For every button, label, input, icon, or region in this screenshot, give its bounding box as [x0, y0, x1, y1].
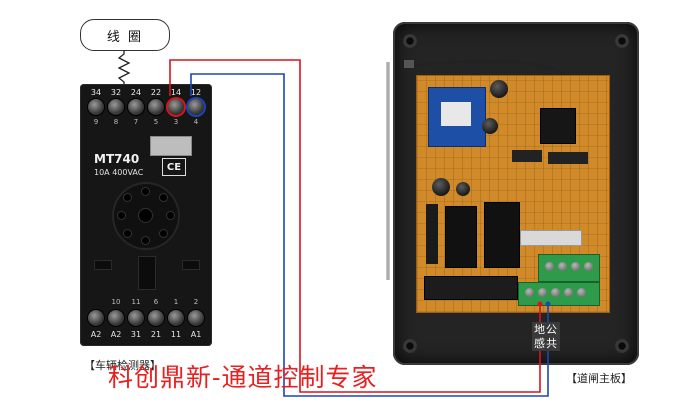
- vehicle-detector-caption: 【车辆检测器】: [84, 359, 161, 372]
- socket-slot: [94, 260, 112, 270]
- bottom-pin-label: 6: [153, 298, 159, 306]
- capacitor: [456, 182, 470, 196]
- watermark-text: 科创鼎新-通道控制专家: [108, 363, 378, 392]
- pcb-resistor: [426, 204, 438, 264]
- top-pin-label: 9: [93, 118, 99, 126]
- relay-model: MT740: [94, 152, 140, 166]
- bottom-pin-label: 2: [193, 298, 199, 306]
- socket-ring: [114, 184, 178, 248]
- top-pin-label: 5: [153, 118, 159, 126]
- terminal-screw-blue: [188, 99, 204, 115]
- terminal-screw: [88, 99, 104, 115]
- transformer: [428, 87, 486, 147]
- terminal-label-top: 地公: [532, 322, 560, 337]
- terminal-screw: [148, 310, 164, 326]
- controller-caption: 【道闸主板】: [566, 372, 632, 385]
- bottom-terminal-label: A2: [110, 330, 122, 339]
- pcb-header: [520, 230, 582, 246]
- top-pin-label: 8: [113, 118, 119, 126]
- bottom-pin-label: 10: [111, 298, 121, 306]
- coil-label: 线 圈: [80, 19, 170, 51]
- relay-sticker: [150, 136, 192, 156]
- bottom-terminal-label: 31: [130, 330, 142, 339]
- terminal-screw: [88, 310, 104, 326]
- top-pin-label: 7: [133, 118, 139, 126]
- spring-icon: [118, 50, 130, 88]
- capacitor: [490, 80, 508, 98]
- ic-chip: [512, 150, 542, 162]
- relay-rating: 10A 400VAC: [94, 168, 144, 177]
- black-terminal-strip: [424, 276, 518, 300]
- terminal-screw: [168, 310, 184, 326]
- bottom-terminal-label: A1: [190, 330, 202, 339]
- ic-chip: [548, 152, 588, 164]
- capacitor: [482, 118, 498, 134]
- top-terminal-label: 22: [150, 88, 162, 97]
- terminal-screw-red: [168, 99, 184, 115]
- pcb-relay: [484, 202, 520, 268]
- red-wire: [169, 59, 541, 393]
- bottom-pin-label: 1: [173, 298, 179, 306]
- antenna-icon: [386, 60, 575, 280]
- bottom-terminal-label: A2: [90, 330, 102, 339]
- top-terminal-label: 34: [90, 88, 102, 97]
- top-terminal-label: 32: [110, 88, 122, 97]
- terminal-screw: [128, 310, 144, 326]
- terminal-screw: [108, 310, 124, 326]
- blue-wire: [190, 73, 549, 397]
- socket-slot: [182, 260, 200, 270]
- top-terminal-label: 12: [190, 88, 202, 97]
- bottom-terminal-label: 21: [150, 330, 162, 339]
- pcb-relay: [445, 206, 477, 268]
- terminal-screw: [128, 99, 144, 115]
- terminal-screw: [188, 310, 204, 326]
- vehicle-detector-socket: 34 32 24 22 14 12 9 8 7 5 3 4 MT740 10A …: [80, 84, 212, 346]
- mcu-chip: [540, 108, 576, 144]
- bottom-pin-label: 11: [131, 298, 141, 306]
- capacitor: [432, 178, 450, 196]
- top-pin-label: 3: [173, 118, 179, 126]
- socket-slot: [138, 256, 156, 290]
- top-terminal-label: 24: [130, 88, 142, 97]
- terminal-label-bottom: 感共: [532, 336, 560, 351]
- ce-mark: CE: [162, 158, 186, 176]
- terminal-screw: [148, 99, 164, 115]
- top-pin-label: 4: [193, 118, 199, 126]
- bottom-terminal-label: 11: [170, 330, 182, 339]
- top-terminal-label: 14: [170, 88, 182, 97]
- terminal-screw: [108, 99, 124, 115]
